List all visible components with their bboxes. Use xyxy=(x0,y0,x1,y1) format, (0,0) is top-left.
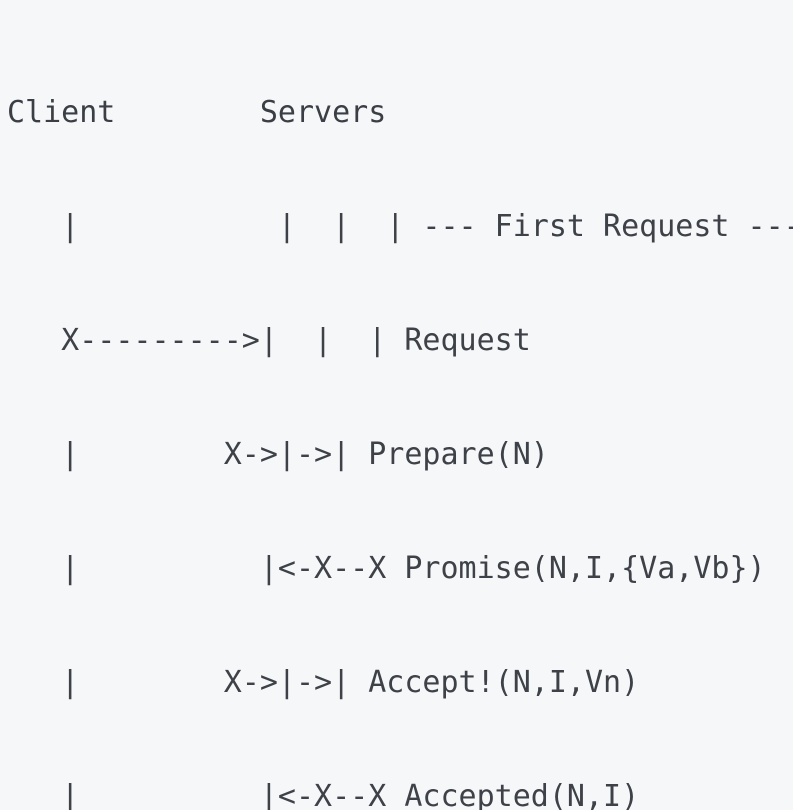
diagram-row-promise: | |<-X--X Promise(N,I,{Va,Vb}) xyxy=(7,551,766,586)
diagram-row-accepted: | |<-X--X Accepted(N,I) xyxy=(7,779,640,810)
diagram-row-header: Client Servers xyxy=(7,95,387,130)
ascii-diagram-root: Client Servers | | | | --- First Request… xyxy=(7,95,793,810)
diagram-row-accept: | X->|->| Accept!(N,I,Vn) xyxy=(7,665,640,700)
diagram-row-client-request: X--------->| | | Request xyxy=(7,323,531,358)
diagram-row-prepare: | X->|->| Prepare(N) xyxy=(7,437,549,472)
ascii-diagram-text: Client Servers | | | | --- First Request… xyxy=(7,18,793,810)
diagram-row-lifelines-top: | | | | --- First Request --- xyxy=(7,209,793,244)
